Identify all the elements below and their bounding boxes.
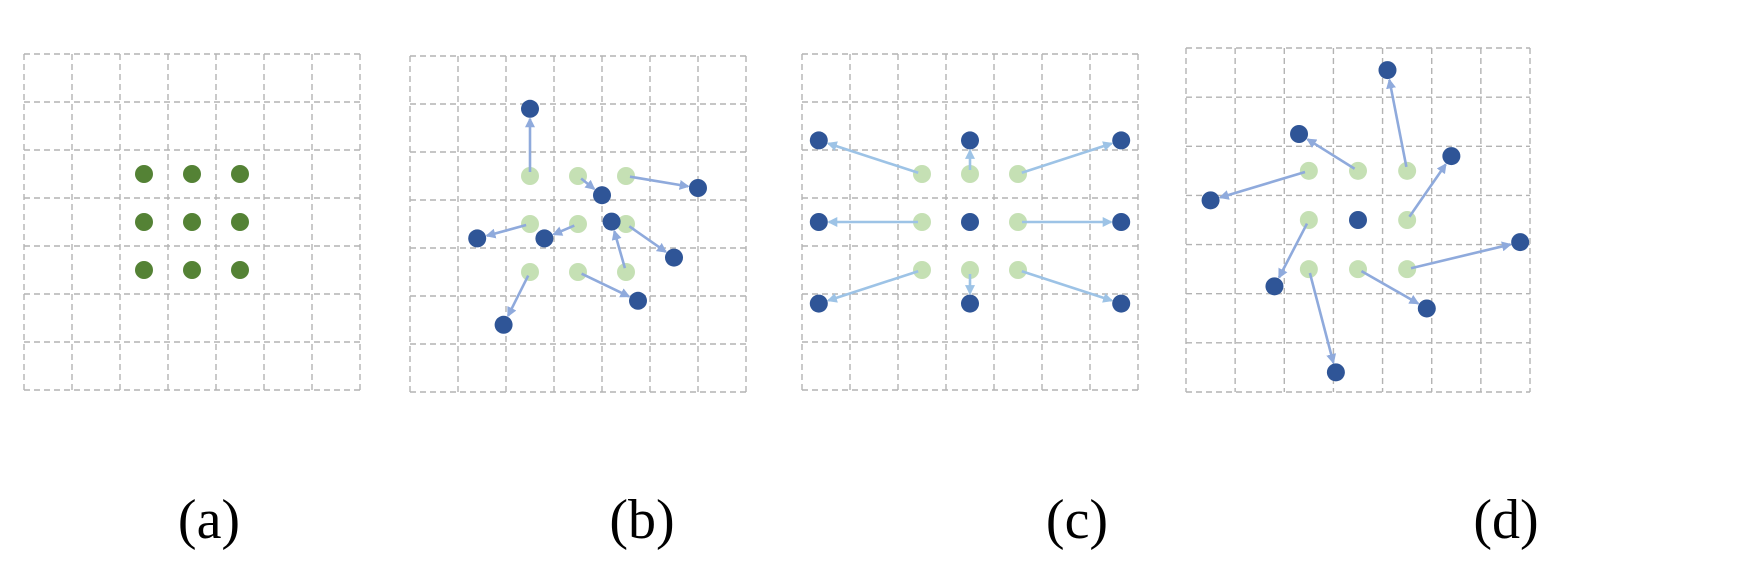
offset-source-point	[1349, 260, 1367, 279]
offset-arrow	[629, 175, 690, 190]
offset-source-point	[617, 263, 635, 281]
sampled-point	[1378, 61, 1397, 80]
offset-source-point	[617, 167, 635, 185]
sampled-point	[1326, 363, 1345, 382]
offset-source-point	[1398, 260, 1417, 279]
sampling-grid	[409, 55, 747, 393]
offset-source-point	[521, 263, 539, 281]
offset-arrow	[485, 223, 527, 239]
sampled-point	[602, 212, 621, 231]
sampled-point	[1112, 131, 1131, 150]
panel-d	[1185, 47, 1531, 393]
offset-source-point	[1299, 260, 1318, 279]
offset-arrow	[506, 274, 530, 318]
offset-arrow	[826, 141, 919, 174]
panel-label-a: (a)	[177, 489, 241, 551]
regular-sampling-point	[183, 165, 201, 183]
offset-source-point	[1009, 213, 1027, 231]
regular-sampling-point	[135, 165, 153, 183]
offset-arrow	[628, 225, 668, 253]
center-point	[1349, 211, 1367, 229]
offset-arrow	[1360, 269, 1420, 305]
panel-c	[801, 53, 1139, 391]
offset-source-point	[521, 167, 539, 185]
offset-arrow	[1021, 270, 1114, 303]
regular-sampling-point	[135, 213, 153, 231]
offset-source-point	[1299, 161, 1318, 180]
sampled-point	[809, 294, 828, 313]
regular-sampling-point	[231, 165, 249, 183]
offset-arrow	[1408, 163, 1447, 218]
sampled-point	[1290, 125, 1309, 143]
sampled-point	[1112, 213, 1131, 231]
sampled-point	[809, 131, 828, 150]
offset-source-point	[521, 215, 539, 233]
offset-arrow	[581, 272, 631, 298]
sampled-point	[535, 229, 554, 248]
regular-sampling-point	[183, 213, 201, 231]
panel-label-d: (d)	[1473, 489, 1539, 551]
sampled-point	[1442, 147, 1461, 166]
offset-source-point	[1299, 211, 1318, 229]
regular-sampling-point	[183, 261, 201, 279]
offset-source-point	[961, 165, 979, 183]
offset-source-point	[1398, 161, 1417, 180]
sampled-point	[665, 248, 683, 267]
sampled-point	[494, 315, 513, 334]
panel-b	[409, 55, 747, 393]
offset-source-point	[913, 165, 931, 183]
offset-source-point	[1349, 161, 1367, 180]
sampled-point	[1511, 233, 1530, 252]
sampled-point	[1265, 277, 1284, 296]
sampling-grid	[801, 53, 1139, 391]
offset-arrow	[580, 177, 596, 190]
offset-source-point	[961, 261, 979, 279]
sampled-point	[593, 186, 611, 205]
sampled-point	[961, 294, 979, 313]
sampled-point	[629, 291, 647, 310]
sampled-point	[1201, 191, 1220, 210]
sampled-point	[809, 213, 828, 231]
offset-arrow	[1021, 141, 1114, 174]
sampled-point	[689, 179, 707, 197]
offset-arrow	[1218, 170, 1306, 200]
regular-sampling-point	[135, 261, 153, 279]
offset-arrow	[1308, 272, 1337, 365]
center-point	[961, 213, 979, 231]
offset-source-point	[1398, 211, 1417, 229]
sampled-point	[1417, 299, 1436, 318]
offset-arrow	[611, 229, 627, 269]
sampled-point	[468, 229, 487, 248]
panel-label-b: (b)	[609, 489, 675, 551]
offset-arrow	[1306, 138, 1356, 170]
sampled-point	[961, 131, 979, 150]
sampling-grid	[23, 53, 361, 391]
offset-arrow	[826, 270, 919, 303]
offset-source-point	[569, 215, 587, 233]
panel-label-c: (c)	[1045, 489, 1109, 551]
offset-arrow	[1277, 222, 1309, 279]
offset-source-point	[1009, 261, 1027, 279]
panel-a	[23, 53, 361, 391]
offset-source-point	[569, 263, 587, 281]
offset-source-point	[1009, 165, 1027, 183]
offset-arrow	[552, 224, 575, 236]
sampled-point	[1112, 294, 1131, 313]
offset-source-point	[913, 213, 931, 231]
regular-sampling-point	[231, 261, 249, 279]
sampled-point	[521, 99, 539, 118]
regular-sampling-point	[231, 213, 249, 231]
offset-arrow	[1410, 241, 1512, 270]
offset-source-point	[913, 261, 931, 279]
sampling-grid	[1185, 47, 1531, 393]
offset-arrow	[1386, 78, 1408, 168]
